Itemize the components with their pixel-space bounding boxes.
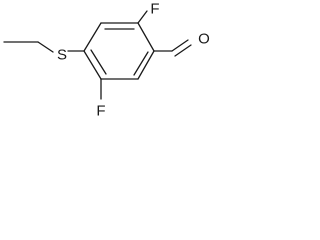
benzene-ring (83, 22, 155, 80)
sulfur-label: S (57, 47, 67, 64)
ring-bond-lower-left (83, 50, 102, 80)
bond-sulfur-methyl (37, 41, 54, 53)
oxygen-label: O (198, 31, 210, 48)
ring-bond-upper-left (83, 22, 102, 52)
ring-bond-upper-right (137, 22, 155, 52)
structure-diagram: F F S O (3, 1, 210, 120)
bond-fluorine-top (137, 10, 148, 24)
ring-bond-lower-right-inner (133, 51, 149, 76)
bond-aldehyde-double-b (174, 44, 192, 57)
fluorine-bottom-label: F (96, 103, 105, 120)
ring-bond-lower-right (137, 50, 155, 80)
fluorine-top-label: F (150, 1, 159, 18)
ring-bond-lower-left-inner (90, 49, 107, 75)
bond-aldehyde-double-a (171, 39, 189, 52)
